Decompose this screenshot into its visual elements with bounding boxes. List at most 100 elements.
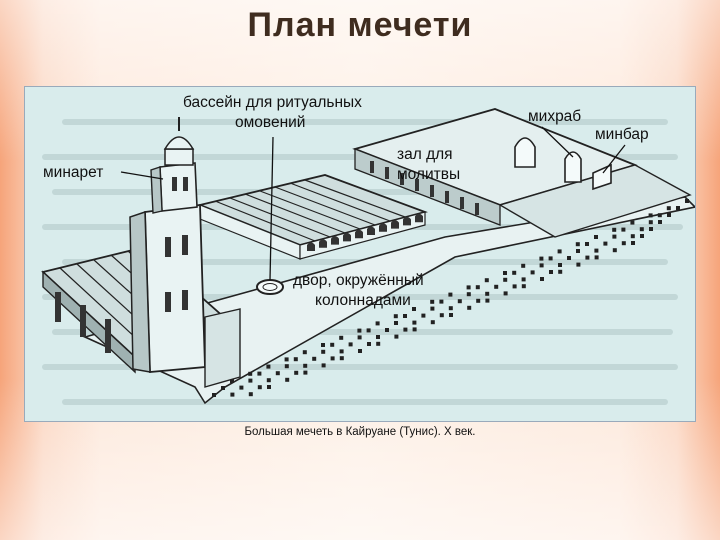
prayer-hall <box>352 108 692 238</box>
column-dot <box>376 341 381 346</box>
column-dot <box>594 255 599 260</box>
column-dot <box>257 371 262 376</box>
column-dot <box>376 335 380 339</box>
column-dot <box>330 342 335 347</box>
column-dot <box>466 285 471 290</box>
column-dot <box>321 363 326 368</box>
column-dot <box>521 263 526 268</box>
column-dot <box>266 378 271 383</box>
column-dot <box>448 292 453 297</box>
column-dot <box>312 356 317 361</box>
column-dot <box>367 342 371 346</box>
column-dot <box>303 370 308 375</box>
mosque-diagram: бассейн для ритуальных омовений минарет … <box>24 86 696 422</box>
column-dot <box>485 298 490 303</box>
column-dot <box>357 335 362 340</box>
column-dot <box>330 356 335 361</box>
column-dot <box>512 270 517 275</box>
arch <box>391 220 399 229</box>
column-dot <box>603 241 608 246</box>
column-dot <box>548 256 553 261</box>
courtyard-columns <box>212 199 689 397</box>
arch <box>331 236 339 245</box>
slide-title: План мечети <box>247 6 473 44</box>
column-dot <box>648 213 653 218</box>
diagram-labels: бассейн для ритуальных омовений минарет … <box>43 94 649 309</box>
column-dot <box>621 227 626 232</box>
label-mihrab: михраб <box>528 108 581 125</box>
column-dot <box>394 334 399 339</box>
figure-caption: Большая мечеть в Кайруане (Тунис). X век… <box>244 426 476 438</box>
column-dot <box>658 220 662 224</box>
column-dot <box>394 321 398 325</box>
column-dot <box>612 227 617 232</box>
column-dot <box>594 235 598 239</box>
dome-shape <box>514 137 536 168</box>
arch <box>415 213 423 223</box>
column-dot <box>321 349 326 354</box>
column-dot <box>358 349 362 353</box>
arch <box>355 229 363 239</box>
column-dot <box>275 371 280 376</box>
column-dot <box>558 263 562 267</box>
column-dot <box>449 313 453 317</box>
column-dot <box>284 357 289 362</box>
column-dot <box>248 378 253 383</box>
column-dot <box>639 227 644 232</box>
arch <box>307 242 315 251</box>
arch <box>367 226 375 235</box>
column-dot <box>357 328 362 333</box>
mihrab-niche-shape <box>564 151 582 183</box>
column-dot <box>303 363 308 368</box>
column-dot <box>421 313 426 318</box>
gallery-arches <box>307 213 423 251</box>
column-dot <box>539 263 544 268</box>
column-dot <box>403 327 408 332</box>
east-gallery <box>197 174 428 260</box>
column-dot <box>530 270 535 275</box>
column-dot <box>403 314 407 318</box>
column-dot <box>230 392 235 397</box>
column-dot <box>439 313 444 318</box>
column-dot <box>448 306 453 311</box>
column-dot <box>267 385 271 389</box>
label-pool-line2: омовений <box>235 114 305 131</box>
column-dot <box>685 199 689 203</box>
column-dot <box>385 328 389 332</box>
column-dot <box>212 393 216 397</box>
minbar-shape <box>592 163 612 191</box>
column-dot <box>612 248 617 253</box>
column-dot <box>239 385 244 390</box>
mosque-drawing: бассейн для ритуальных омовений минарет … <box>41 94 695 405</box>
label-pool-line1: бассейн для ритуальных <box>183 94 362 111</box>
column-dot <box>503 291 508 296</box>
column-dot <box>302 350 307 355</box>
column-dot <box>630 234 635 239</box>
label-hall-line2: молитвы <box>397 166 460 183</box>
label-minbar: минбар <box>595 126 649 143</box>
column-dot <box>521 277 526 282</box>
column-dot <box>575 242 580 247</box>
column-dot <box>539 256 544 261</box>
arch <box>403 216 411 226</box>
column-dot <box>503 271 507 275</box>
column-dot <box>412 327 417 332</box>
column-dot <box>430 306 435 311</box>
arch <box>343 232 351 242</box>
column-dot <box>640 234 644 238</box>
column-dot <box>585 255 590 260</box>
column-dot <box>321 343 325 347</box>
label-court-line2: колоннадами <box>315 292 411 309</box>
column-dot <box>667 213 671 217</box>
ablution-pool <box>256 279 284 295</box>
column-dot <box>612 234 617 239</box>
column-dot <box>576 262 581 267</box>
column-dot <box>557 249 562 254</box>
leader-lines <box>120 126 626 281</box>
column-dot <box>375 321 380 326</box>
column-dot <box>221 386 225 390</box>
column-dot <box>549 270 553 274</box>
column-dot <box>366 328 371 333</box>
label-minaret: минарет <box>43 164 103 181</box>
column-dot <box>476 298 481 303</box>
